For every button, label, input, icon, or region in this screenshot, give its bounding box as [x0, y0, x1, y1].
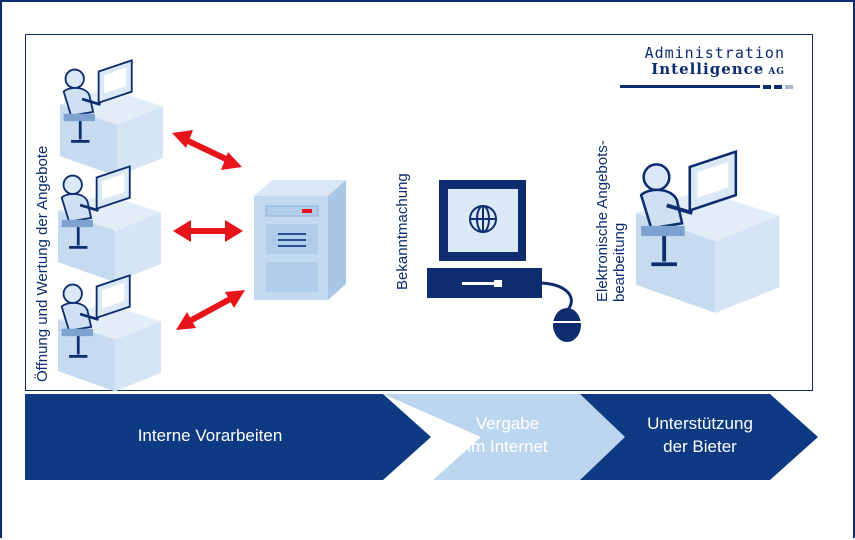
workstation-1 [58, 59, 165, 178]
logo-underline [620, 85, 793, 89]
server-icon [254, 180, 346, 300]
workstation-2 [56, 165, 163, 284]
logo-line-1: Administration [644, 44, 785, 62]
bidder-workstation [634, 149, 782, 315]
process-step-1: Interne Vorarbeiten [137, 426, 283, 445]
arrow-icon-2 [173, 220, 243, 242]
workstation-3 [56, 274, 163, 393]
process-step-2: Vergabe im Internet [467, 414, 548, 456]
process-segment-2 [383, 394, 625, 480]
computer-icon [427, 180, 573, 314]
process-segment-1 [25, 394, 431, 480]
arrow-icon-1 [172, 130, 242, 170]
arrow-icon-3 [176, 290, 245, 330]
process-segment-3 [580, 394, 818, 480]
process-bar: Interne Vorarbeiten Vergabe im Internet … [25, 394, 820, 480]
process-step-3: Unterstützung der Bieter [647, 414, 753, 456]
mouse-icon [553, 308, 581, 342]
